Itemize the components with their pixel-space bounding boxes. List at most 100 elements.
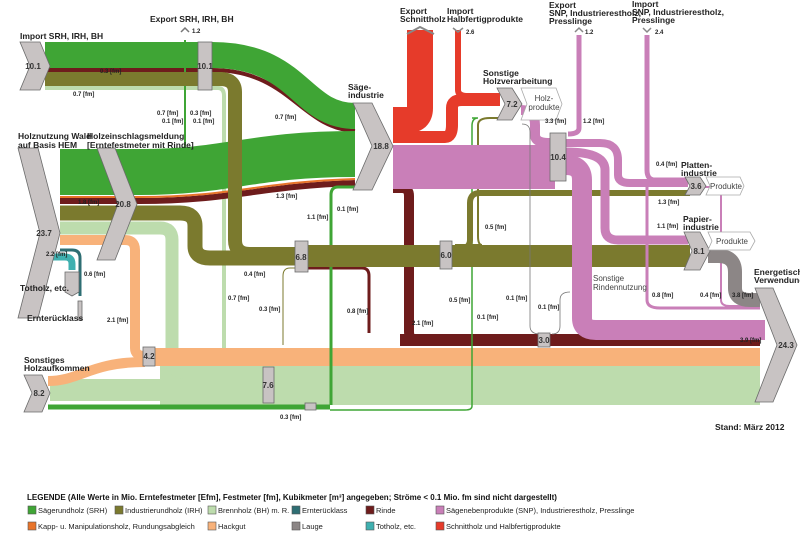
flow-label: 1.3 [fm] <box>276 194 297 200</box>
flow-srh-saege-down <box>329 185 355 405</box>
import-halb-arrow-icon <box>452 27 464 33</box>
flow-label: 0.6 [fm] <box>84 272 105 278</box>
legend-label: Ernterücklass <box>302 506 348 515</box>
nodes: 10.1 10.1 23.7 20.8 18.8 7.2 Holz- produ… <box>17 25 798 413</box>
legend-label: Hackgut <box>218 522 246 531</box>
flow-label: 0.3 [fm] <box>190 111 211 117</box>
node-sonstiges-holzaufkommen[interactable] <box>23 374 51 413</box>
node-hackgut-hub-value: 4.2 <box>143 352 155 361</box>
node-rinde-hub[interactable] <box>537 332 551 348</box>
legend-item: Hackgut <box>207 521 246 531</box>
platten-produkte-label: Produkte <box>710 182 743 191</box>
title-import-snp-2: SNP, Industrierestholz, <box>632 7 724 17</box>
title-export-snp-2: SNP, Industrierestholz, <box>549 8 641 18</box>
flow-label: 0.3 [fm] <box>100 69 121 75</box>
title-energetisch-2: Verwendung <box>754 275 800 285</box>
node-irh-hub[interactable] <box>294 240 309 273</box>
legend-label: Totholz, etc. <box>376 522 416 531</box>
import-snp-value: 2.4 <box>655 30 664 36</box>
node-holznutzung-value: 23.7 <box>36 229 52 238</box>
legend-swatch <box>207 521 217 531</box>
node-snp-hub-value: 10.4 <box>550 153 566 162</box>
legend-label: Sägerundholz (SRH) <box>38 506 108 515</box>
flow-srh-import <box>45 42 356 129</box>
node-totholz[interactable] <box>64 271 80 297</box>
title-export-schnittholz-2: Schnittholz <box>400 14 446 24</box>
flow-label: 0.4 [fm] <box>244 272 265 278</box>
flow-label: 0.8 [fm] <box>347 309 368 315</box>
node-sonstige-holzverarbeitung[interactable] <box>496 87 523 121</box>
node-import-hub[interactable] <box>197 41 213 91</box>
flow-totholz <box>40 253 76 270</box>
export-snp-value: 1.2 <box>585 30 594 36</box>
import-halb-value: 2.6 <box>466 30 475 36</box>
node-irh-hub2[interactable] <box>439 240 453 270</box>
legend-item: Industrierundholz (IRH) <box>114 505 203 515</box>
flow-rinde-import <box>45 68 356 133</box>
legend-item: Totholz, etc. <box>365 521 416 531</box>
title-holzeinschlag-2: [Erntefestmeter mit Rinde] <box>87 140 194 150</box>
flow-brennholz-import <box>45 86 226 368</box>
legend-swatch <box>27 521 37 531</box>
flow-snp-import <box>644 35 688 183</box>
flow-label: 0.3 [fm] <box>280 415 301 421</box>
flow-label: 2.1 [fm] <box>107 318 128 324</box>
title-import-srh: Import SRH, IRH, BH <box>20 31 103 41</box>
node-hackgut-hub[interactable] <box>142 346 156 367</box>
node-plattenindustrie[interactable] <box>684 176 707 196</box>
legend-item: Schnittholz und Halbfertigprodukte <box>435 521 561 531</box>
flow-label: 1.3 [fm] <box>658 200 679 206</box>
title-saege-1: Säge- <box>348 82 371 92</box>
title-ernteruecklass: Ernterücklass <box>27 313 83 323</box>
export-schnittholz-arrow-icon <box>406 25 435 35</box>
flow-label: 3.8 [fm] <box>732 293 753 299</box>
node-import[interactable] <box>19 41 51 91</box>
node-saegeindustrie[interactable] <box>352 102 394 191</box>
title-holznutzung-1: Holznutzung Wald <box>18 131 91 141</box>
legend-swatch <box>114 505 124 515</box>
legend-swatch <box>435 505 445 515</box>
flow-snp-import-energie <box>645 180 760 310</box>
flow-snp-papier <box>565 147 688 245</box>
node-import-hub-value: 10.1 <box>197 62 213 71</box>
title-sonstige-holz-2: Holzverarbeitung <box>483 76 552 86</box>
node-bh-hub[interactable] <box>262 366 275 404</box>
flow-hackgut-sonstiges <box>47 357 146 386</box>
node-snp-hub[interactable] <box>549 132 567 182</box>
title-import-snp-1: Import <box>632 0 659 9</box>
node-rinde-hub-value: 3.0 <box>538 336 550 345</box>
legend-swatch <box>435 521 445 531</box>
flow-halbfertig-import <box>455 30 500 99</box>
title-sonstiges-1: Sonstiges <box>24 355 65 365</box>
legend-swatch <box>365 521 375 531</box>
flow-label: 0.5 [fm] <box>449 298 470 304</box>
flow-hackgut-wald <box>60 235 146 361</box>
node-holznutzung[interactable] <box>17 147 61 319</box>
node-sonstiges-value: 8.2 <box>33 389 45 398</box>
flow-labels: 0.3 [fm]0.7 [fm]0.7 [fm]0.1 [fm]0.3 [fm]… <box>46 69 761 421</box>
node-papierindustrie[interactable] <box>683 231 711 271</box>
legend-item: Lauge <box>291 521 323 531</box>
legend-label: Lauge <box>302 522 323 531</box>
title-import-halb-1: Import <box>447 6 474 16</box>
title-platten-1: Platten- <box>681 160 712 170</box>
titles: Import SRH, IRH, BH Export SRH, IRH, BH … <box>18 0 800 432</box>
legend-swatch <box>291 521 301 531</box>
node-holzeinschlag[interactable] <box>96 147 138 261</box>
flows <box>40 30 765 411</box>
node-ernteruecklass[interactable] <box>77 300 83 321</box>
flow-label: 0.1 [fm] <box>477 315 498 321</box>
node-energetisch-value: 24.3 <box>778 341 794 350</box>
legend-label: Kapp- u. Manipulationsholz, Rundungsabgl… <box>38 522 195 531</box>
title-totholz: Totholz, etc. <box>20 283 69 293</box>
node-platten-produkte <box>705 176 745 196</box>
legend-item: Ernterücklass <box>291 505 348 515</box>
node-energetische-verwendung[interactable] <box>754 287 798 403</box>
flow-lauge <box>708 249 760 307</box>
flow-rinde-irh <box>300 266 371 333</box>
title-saege-2: industrie <box>348 90 384 100</box>
node-irh-hub-value: 6.8 <box>295 253 307 262</box>
legend-label: Rinde <box>376 506 396 515</box>
node-srh-small-hub[interactable] <box>304 402 317 411</box>
